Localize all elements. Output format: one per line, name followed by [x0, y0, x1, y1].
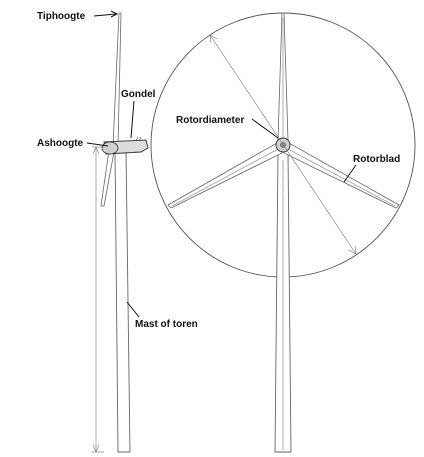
tip-height-label: Tiphoogte	[37, 11, 86, 22]
rotor-blade-label: Rotorblad	[353, 154, 400, 165]
front-view-left-blade	[167, 142, 283, 209]
label-tower: Mast of toren	[126, 301, 198, 330]
side-view-lower-blade	[100, 149, 115, 207]
side-view-turbine	[100, 12, 149, 453]
label-rotor-blade: Rotorblad	[343, 151, 404, 183]
label-hub-height: Ashoogte	[37, 138, 109, 149]
label-rotor-diameter: Rotordiameter	[176, 112, 279, 139]
label-tip-height: Tiphoogte	[37, 10, 119, 22]
side-view-tower	[114, 149, 131, 453]
front-view-turbine	[150, 12, 416, 453]
side-view-hub	[101, 141, 119, 155]
side-view-upper-blade	[112, 12, 122, 147]
nacelle-label: Gondel	[121, 89, 156, 100]
rotor-diameter-label: Rotordiameter	[176, 115, 244, 126]
height-dimension	[92, 146, 104, 453]
label-nacelle: Gondel	[121, 89, 156, 139]
hub-height-label: Ashoogte	[37, 138, 84, 149]
rotor-diameter-line	[209, 34, 357, 255]
tower-label: Mast of toren	[135, 319, 198, 330]
